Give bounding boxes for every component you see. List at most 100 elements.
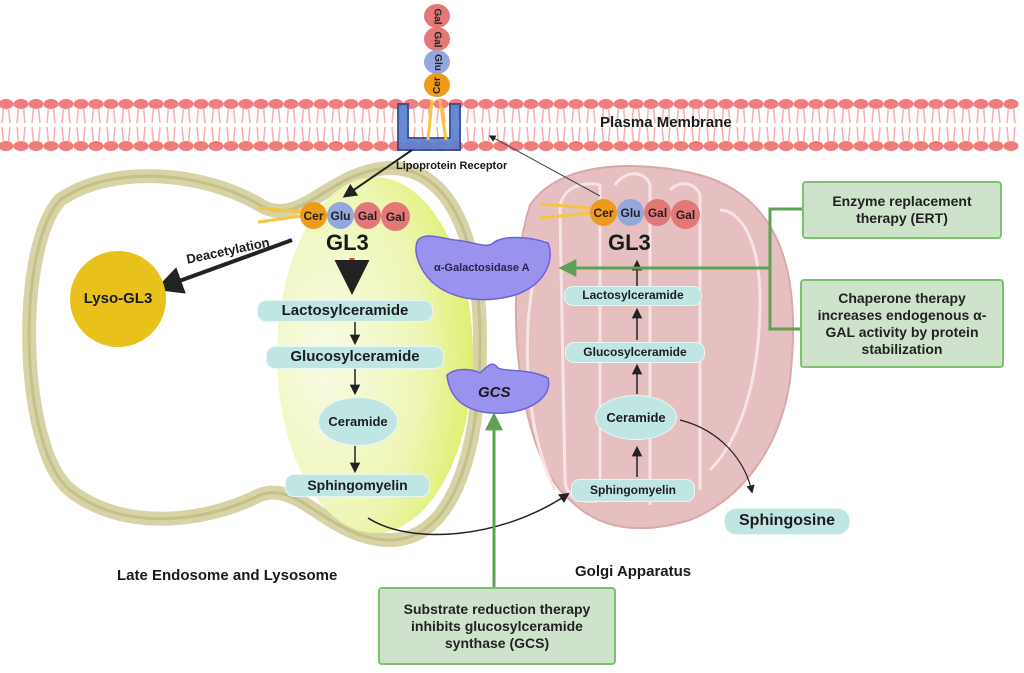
lipid-tail	[571, 107, 575, 124]
lipid-tail	[667, 126, 671, 143]
lipid-head	[658, 99, 674, 109]
lipid-tail	[817, 107, 821, 124]
lipid-tail	[136, 107, 140, 124]
lipid-tail	[331, 107, 335, 124]
lipid-head	[643, 141, 659, 151]
lipid-head	[613, 141, 629, 151]
lipid-head	[88, 99, 104, 109]
lipid-head	[613, 99, 629, 109]
lipid-tail	[241, 107, 245, 124]
lipid-tail	[22, 107, 26, 124]
lipid-tail	[967, 126, 971, 143]
lipid-head	[568, 99, 584, 109]
lipid-tail	[256, 107, 260, 124]
lipid-head	[178, 99, 194, 109]
alpha-galactosidase-enzyme	[415, 235, 551, 301]
lipid-tail	[922, 126, 926, 143]
lipid-head	[733, 141, 749, 151]
ceramide-to-sphingosine-arrow	[679, 419, 755, 494]
lipid-tail	[517, 107, 521, 124]
lipid-head	[733, 99, 749, 109]
lipid-tail	[886, 126, 890, 143]
lipid-tail	[571, 126, 575, 143]
lipid-tail	[196, 107, 200, 124]
lipid-tail	[142, 107, 146, 124]
lipid-head	[703, 141, 719, 151]
lipid-tail	[142, 126, 146, 143]
lipid-tail	[187, 107, 191, 124]
lipid-head	[538, 141, 554, 151]
lipid-tail	[211, 107, 215, 124]
lipid-tail	[262, 107, 266, 124]
lipid-tail	[487, 126, 491, 143]
lipid-head	[13, 99, 29, 109]
lipid-tail	[937, 107, 941, 124]
lipid-tail	[607, 126, 611, 143]
lipid-tail	[997, 126, 1001, 143]
lipid-tail	[151, 126, 155, 143]
lipid-tail	[526, 107, 530, 124]
golgi-lactosylceramide: Lactosylceramide	[564, 286, 702, 306]
lipid-tail	[1006, 126, 1010, 143]
lipid-tail	[271, 126, 275, 143]
golgi-label: Golgi Apparatus	[575, 563, 692, 580]
golgi-ceramide: Ceramide	[595, 395, 677, 440]
lipid-head	[1003, 141, 1019, 151]
lipid-tail	[256, 126, 260, 143]
lipid-tail	[547, 126, 551, 143]
lipid-tail	[952, 107, 956, 124]
lipid-tail	[367, 107, 371, 124]
lipid-head	[118, 141, 134, 151]
golgi-to-membrane-arrow	[488, 135, 601, 197]
lipid-tail	[721, 126, 725, 143]
lipid-head	[643, 99, 659, 109]
lipid-tail	[847, 126, 851, 143]
lipid-head	[148, 99, 164, 109]
lipid-tail	[307, 126, 311, 143]
lipid-tail	[157, 107, 161, 124]
lipid-tail	[301, 126, 305, 143]
lipid-head	[988, 99, 1004, 109]
receptor-to-lysosome-arrow	[342, 149, 413, 198]
lipid-head	[163, 141, 179, 151]
lipid-tail	[817, 126, 821, 143]
lipid-head	[823, 99, 839, 109]
lipid-tail	[541, 107, 545, 124]
lipid-tail	[877, 126, 881, 143]
lipid-tail	[211, 126, 215, 143]
lipid-tail	[577, 107, 581, 124]
lipid-head	[868, 141, 884, 151]
lipid-tail	[301, 107, 305, 124]
lipid-tail	[871, 107, 875, 124]
lipid-tail	[796, 126, 800, 143]
lipid-head	[13, 141, 29, 151]
lipid-tail	[127, 126, 131, 143]
lipid-tail	[391, 107, 395, 124]
lipid-head	[343, 141, 359, 151]
lipid-head	[808, 99, 824, 109]
srt-therapy-text: Substrate reduction therapy inhibits glu…	[403, 600, 591, 651]
sugar-gal-top-3: Gal	[424, 27, 450, 51]
lipid-tail	[127, 107, 131, 124]
lipid-tail	[82, 107, 86, 124]
lipid-tail	[97, 126, 101, 143]
lipid-tail	[172, 126, 176, 143]
lipid-tail	[352, 107, 356, 124]
lipid-tail	[661, 107, 665, 124]
lipid-head	[823, 141, 839, 151]
lipid-tail	[712, 107, 716, 124]
lipid-tail	[721, 107, 725, 124]
plasma-membrane-label: Plasma Membrane	[600, 114, 732, 131]
lipid-head	[958, 99, 974, 109]
lipid-tail	[952, 126, 956, 143]
lysosome-to-golgi-arrow	[367, 492, 570, 536]
lipid-tail	[826, 107, 830, 124]
lipid-tail	[61, 126, 65, 143]
lipid-tail	[832, 126, 836, 143]
lipid-tail	[106, 126, 110, 143]
lipid-head	[793, 141, 809, 151]
lipid-head	[43, 99, 59, 109]
lipid-head	[898, 141, 914, 151]
lipid-tail	[811, 126, 815, 143]
lipid-head	[478, 99, 494, 109]
